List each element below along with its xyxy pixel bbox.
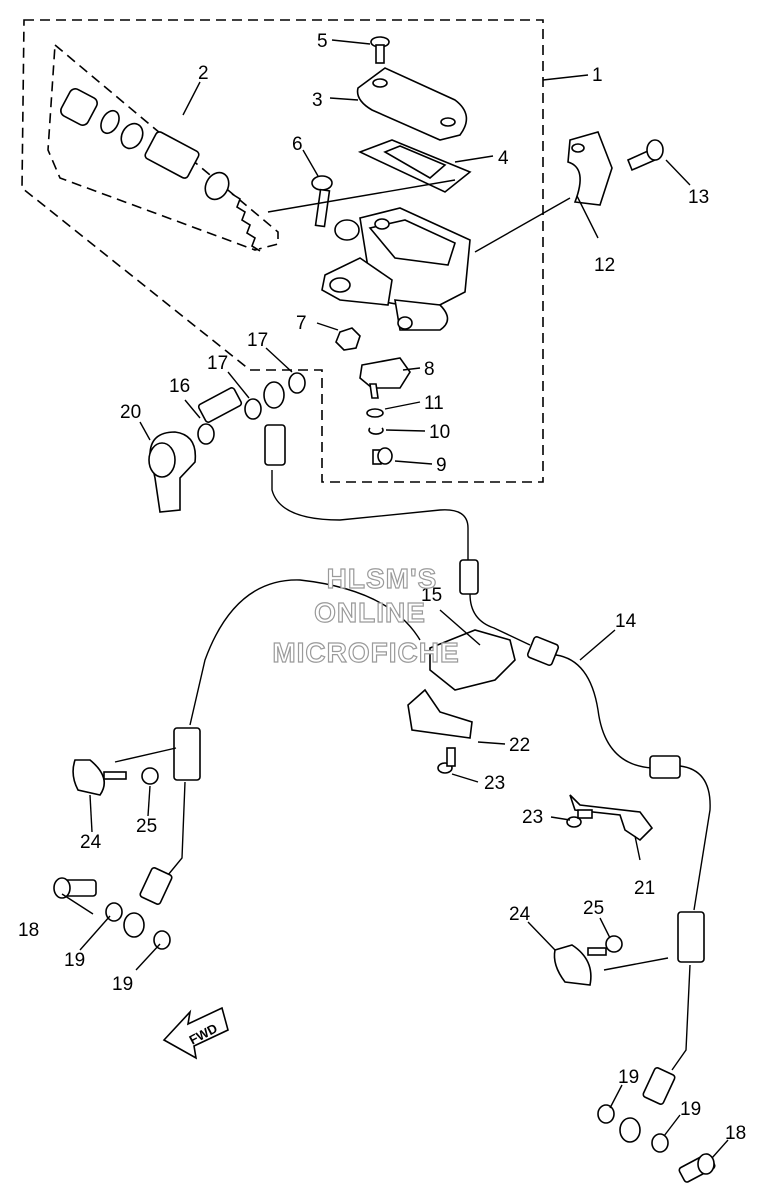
master-cylinder-holder	[567, 131, 613, 206]
callout-3: 3	[312, 90, 323, 111]
callout-19: 19	[680, 1099, 701, 1120]
callout-23: 23	[522, 807, 543, 828]
nut	[335, 327, 361, 351]
callout-11: 11	[424, 393, 444, 414]
piston-kit-box	[47, 43, 279, 251]
spring-washer	[368, 427, 384, 435]
lever-pivot-bolt	[311, 175, 333, 228]
callout-16: 16	[169, 376, 190, 397]
callout-10: 10	[429, 422, 450, 443]
callout-18: 18	[18, 920, 39, 941]
callout-19: 19	[64, 950, 85, 971]
callout-15: 15	[421, 585, 442, 606]
watermark-line-3: MICROFICHE	[272, 637, 459, 668]
leader-lines	[61, 39, 729, 1159]
callout-7: 7	[296, 313, 307, 334]
callout-24: 24	[509, 904, 531, 925]
callout-4: 4	[498, 148, 509, 169]
callout-8: 8	[424, 359, 435, 380]
callout-9: 9	[436, 455, 447, 476]
hose-clamp	[72, 759, 106, 796]
copper-washer	[153, 930, 171, 950]
callout-20: 20	[120, 402, 141, 423]
union-bolt	[678, 1153, 716, 1183]
collar	[605, 935, 623, 953]
switch-washer	[366, 408, 384, 418]
callout-25: 25	[136, 816, 157, 837]
hose-bracket	[407, 688, 473, 739]
callout-1: 1	[592, 65, 603, 86]
callout-14: 14	[615, 611, 637, 632]
callout-21: 21	[634, 878, 655, 899]
watermark: HLSM'S ONLINE MICROFICHE	[272, 562, 460, 668]
callouts: 1 2 3 4 5 6 7 8 9 10 11 12 13 14 15 16 1…	[18, 31, 746, 1144]
callout-17: 17	[207, 353, 228, 374]
forward-arrow-icon: FWD	[162, 1006, 229, 1060]
callout-24: 24	[80, 832, 102, 853]
callout-25: 25	[583, 898, 604, 919]
watermark-line-2: ONLINE	[314, 597, 426, 628]
copper-washer	[597, 1104, 615, 1124]
master-cylinder-assembly-box	[21, 19, 544, 483]
callout-13: 13	[688, 187, 709, 208]
callout-17: 17	[247, 330, 268, 351]
reservoir-cap	[356, 67, 468, 141]
callout-19: 19	[112, 974, 133, 995]
callout-22: 22	[509, 735, 530, 756]
union-bolt	[53, 877, 97, 899]
bracket-bolt	[566, 809, 593, 828]
copper-washer	[288, 372, 306, 394]
callout-18: 18	[725, 1123, 746, 1144]
switch-screw	[372, 447, 393, 465]
hose-joint	[429, 629, 516, 691]
bracket-bolt	[437, 747, 456, 774]
holder-bolt	[626, 139, 664, 172]
copper-washer	[651, 1133, 669, 1153]
callout-19: 19	[618, 1067, 639, 1088]
master-cylinder-body	[321, 207, 471, 331]
callout-12: 12	[594, 255, 615, 276]
hose-clamp	[553, 944, 592, 986]
brake-light-switch	[359, 357, 411, 389]
callout-23: 23	[484, 773, 505, 794]
union-bolt-cover	[148, 431, 197, 513]
callout-5: 5	[317, 31, 328, 52]
union-bolt	[197, 387, 243, 445]
reservoir-cap-screw	[370, 36, 390, 64]
callout-6: 6	[292, 134, 303, 155]
copper-washer	[244, 398, 262, 420]
piston-kit	[60, 88, 261, 252]
callout-2: 2	[198, 63, 209, 84]
collar	[141, 767, 159, 785]
watermark-line-1: HLSM'S	[327, 563, 438, 594]
brake-hose	[123, 381, 711, 1143]
